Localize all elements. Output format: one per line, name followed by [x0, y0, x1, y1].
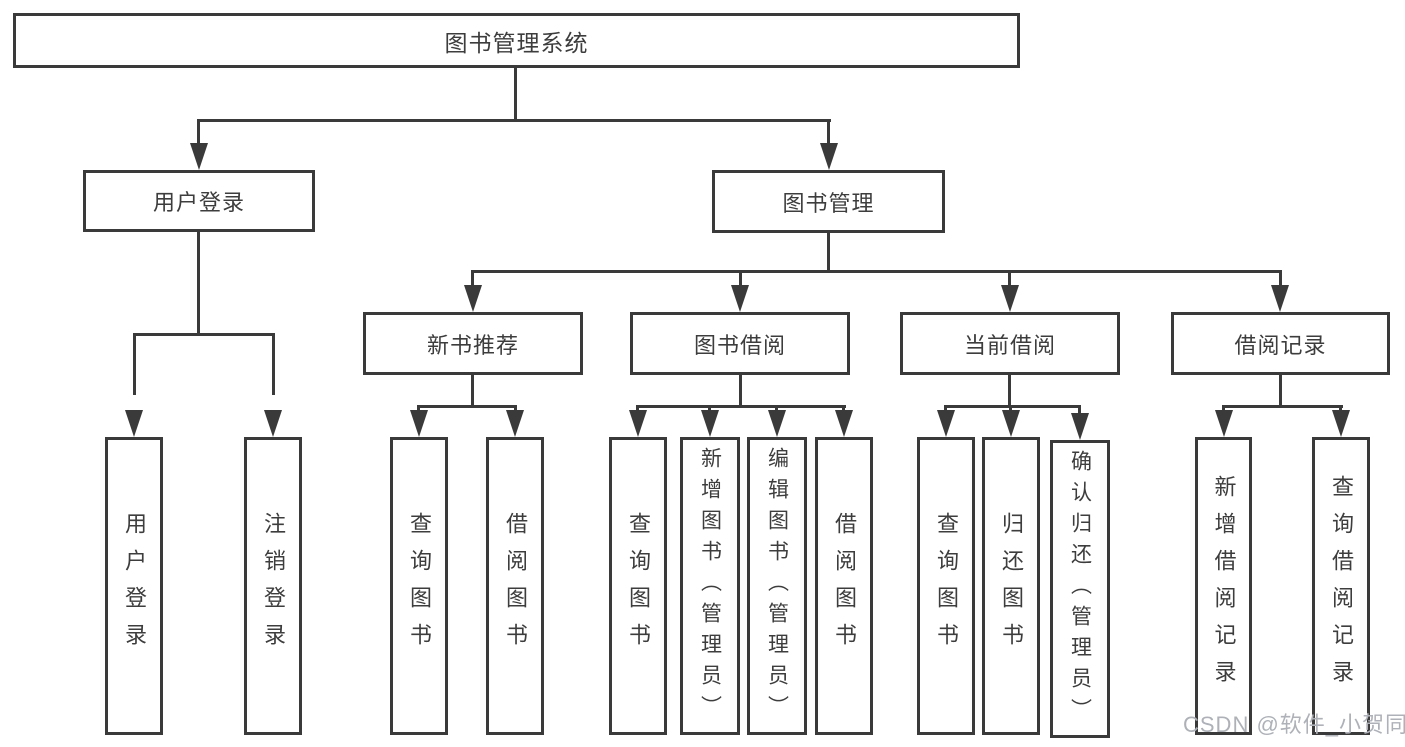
leaf-user-login-label: 用户登录: [122, 512, 147, 660]
arrow-down-icon: [506, 410, 524, 437]
connector-line: [827, 119, 830, 151]
arrow-down-icon: [1001, 285, 1019, 312]
leaf-query-books-recommend-label: 查询图书: [407, 512, 432, 660]
leaf-return-books-label: 归还图书: [999, 512, 1024, 660]
connector-line: [827, 233, 830, 273]
leaf-edit-book-admin-label: 编辑图书（管理员）: [765, 446, 789, 726]
connector-line: [197, 119, 831, 122]
node-user-login-label: 用户登录: [152, 190, 245, 215]
leaf-borrow-books-recommend-label: 借阅图书: [503, 512, 528, 660]
leaf-add-borrow-record: 新增借阅记录: [1195, 437, 1252, 735]
connector-line: [1008, 270, 1011, 290]
leaf-query-books-current-label: 查询图书: [934, 512, 959, 660]
leaf-add-book-admin-label: 新增图书（管理员）: [698, 446, 722, 726]
connector-line: [471, 375, 474, 408]
leaf-add-borrow-record-label: 新增借阅记录: [1211, 475, 1237, 697]
arrow-down-icon: [820, 143, 838, 170]
arrow-down-icon: [125, 410, 143, 437]
leaf-query-borrow-record-label: 查询借阅记录: [1329, 475, 1354, 697]
node-borrow-records-label: 借阅记录: [1234, 332, 1327, 358]
node-new-book-recommend: 新书推荐: [363, 312, 583, 375]
connector-line: [133, 333, 275, 336]
node-root: 图书管理系统: [13, 13, 1020, 68]
arrow-down-icon: [410, 410, 428, 437]
node-book-management-label: 图书管理: [782, 190, 875, 216]
node-root-label: 图书管理系统: [444, 29, 589, 56]
arrow-down-icon: [701, 410, 719, 437]
arrow-down-icon: [190, 143, 208, 170]
connector-line: [133, 333, 136, 395]
arrow-down-icon: [1271, 285, 1289, 312]
leaf-return-books: 归还图书: [982, 437, 1040, 735]
leaf-borrow-books-label: 借阅图书: [832, 512, 857, 660]
leaf-logout: 注销登录: [244, 437, 302, 735]
arrow-down-icon: [464, 285, 482, 312]
node-current-borrow-label: 当前借阅: [963, 332, 1056, 358]
node-borrow-records: 借阅记录: [1171, 312, 1390, 375]
connector-line: [739, 375, 742, 408]
connector-line: [197, 119, 200, 151]
node-new-book-recommend-label: 新书推荐: [426, 332, 519, 358]
leaf-query-books-current: 查询图书: [917, 437, 975, 735]
node-book-management: 图书管理: [712, 170, 945, 233]
arrow-down-icon: [835, 410, 853, 437]
leaf-query-books-borrow-label: 查询图书: [626, 512, 651, 660]
arrow-down-icon: [768, 410, 786, 437]
connector-line: [944, 405, 1081, 408]
arrow-down-icon: [629, 410, 647, 437]
arrow-down-icon: [1215, 410, 1233, 437]
connector-line: [272, 333, 275, 395]
connector-line: [471, 270, 474, 290]
node-user-login: 用户登录: [83, 170, 315, 232]
leaf-query-books-recommend: 查询图书: [390, 437, 448, 735]
connector-line: [1279, 270, 1282, 290]
connector-line: [514, 68, 517, 122]
leaf-edit-book-admin: 编辑图书（管理员）: [747, 437, 807, 735]
node-current-borrow: 当前借阅: [900, 312, 1120, 375]
arrow-down-icon: [731, 285, 749, 312]
connector-line: [739, 270, 742, 290]
connector-line: [471, 270, 1282, 273]
leaf-confirm-return-admin-label: 确认归还（管理员）: [1068, 449, 1092, 729]
connector-line: [1008, 375, 1011, 408]
node-book-borrow-label: 图书借阅: [693, 332, 786, 358]
leaf-add-book-admin: 新增图书（管理员）: [680, 437, 740, 735]
connector-line: [197, 232, 200, 336]
leaf-confirm-return-admin: 确认归还（管理员）: [1050, 440, 1110, 738]
node-book-borrow: 图书借阅: [630, 312, 850, 375]
leaf-borrow-books-recommend: 借阅图书: [486, 437, 544, 735]
arrow-down-icon: [937, 410, 955, 437]
connector-line: [1222, 405, 1343, 408]
connector-line: [1078, 405, 1081, 420]
leaf-logout-label: 注销登录: [261, 512, 286, 660]
connector-line: [1279, 375, 1282, 408]
leaf-borrow-books: 借阅图书: [815, 437, 873, 735]
connector-line: [636, 405, 846, 408]
arrow-down-icon: [1332, 410, 1350, 437]
arrow-down-icon: [1071, 413, 1089, 440]
leaf-user-login: 用户登录: [105, 437, 163, 735]
arrow-down-icon: [1002, 410, 1020, 437]
connector-line: [417, 405, 517, 408]
arrow-down-icon: [264, 410, 282, 437]
leaf-query-books-borrow: 查询图书: [609, 437, 667, 735]
leaf-query-borrow-record: 查询借阅记录: [1312, 437, 1370, 735]
csdn-watermark: CSDN @软件_小贺同学: [1183, 712, 1405, 737]
